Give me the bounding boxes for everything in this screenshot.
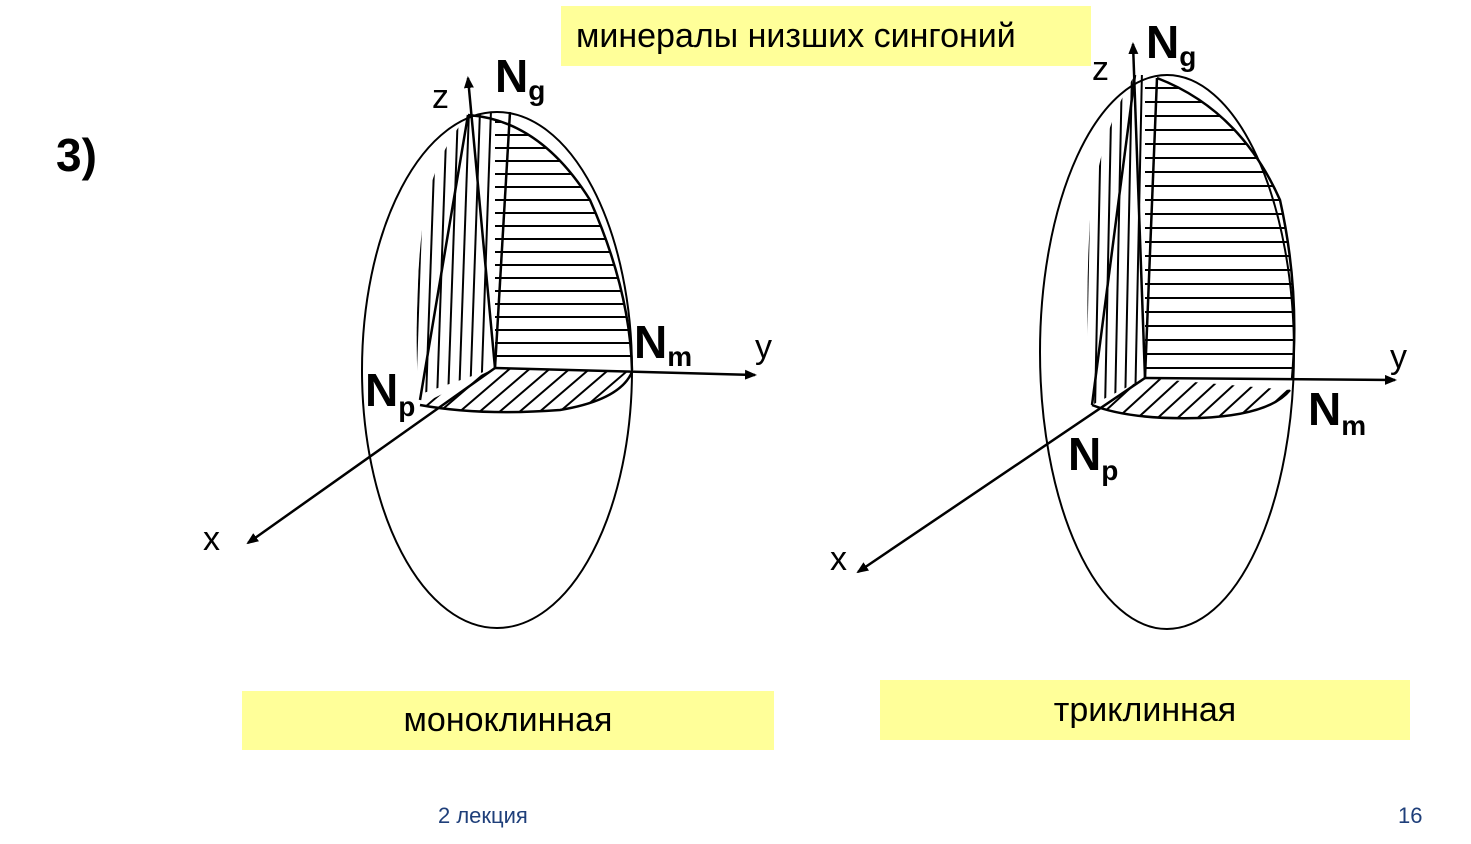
np-label: Np	[365, 364, 415, 422]
page-number: 16	[1398, 803, 1423, 828]
caption-monoclinic: моноклинная	[242, 691, 774, 750]
nm-label: Nm	[634, 316, 692, 372]
slide-title-text: минералы низших сингоний	[576, 16, 1016, 55]
y-axis-label: y	[755, 328, 772, 366]
caption-monoclinic-text: моноклинная	[403, 701, 613, 739]
hatch-sector-gm	[480, 121, 632, 357]
caption-triclinic-text: триклинная	[1053, 690, 1237, 729]
x-axis-label: x	[203, 520, 220, 558]
z-axis-label: z	[432, 78, 449, 116]
z-axis	[463, 76, 497, 369]
caption-triclinic: триклинная	[880, 680, 1410, 740]
slide-title: минералы низших сингоний	[561, 6, 1091, 66]
z-axis	[1128, 42, 1147, 379]
np-label: Np	[1068, 428, 1118, 486]
ng-label: Ng	[1146, 16, 1196, 72]
ng-label: Ng	[495, 50, 545, 106]
x-axis	[246, 366, 496, 545]
y-axis	[1144, 374, 1397, 385]
y-axis	[494, 366, 757, 380]
x-axis-label: x	[830, 540, 847, 578]
triclinic-diagram: z y x Ng Nm Np	[830, 16, 1407, 630]
monoclinic-diagram: z y x Ng Nm Np	[203, 50, 772, 629]
z-axis-label: z	[1092, 50, 1109, 88]
x-axis	[856, 376, 1146, 574]
footer-lecture: 2 лекция	[438, 803, 528, 828]
y-axis-label: y	[1390, 338, 1407, 376]
nm-label: Nm	[1308, 383, 1366, 441]
item-number: 3)	[56, 129, 97, 181]
